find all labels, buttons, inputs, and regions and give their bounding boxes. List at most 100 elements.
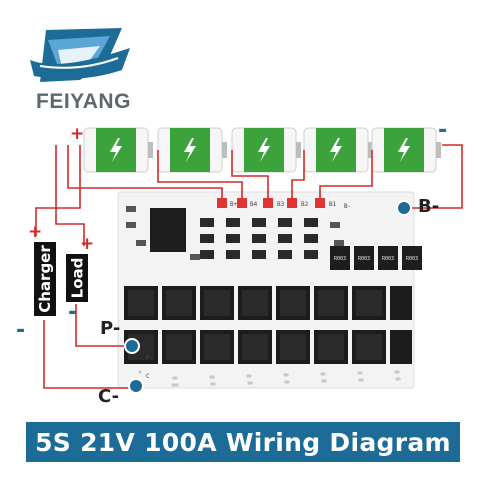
silk-b-minus: B-	[344, 203, 351, 210]
silk-c: C	[146, 373, 150, 380]
sense-resistor: R003	[378, 246, 398, 270]
smd-component	[226, 250, 240, 259]
mosfet	[162, 286, 196, 320]
smd-component	[334, 240, 344, 246]
board-via	[210, 382, 214, 386]
charger-minus-sign: -	[16, 318, 26, 343]
terminal-c-minus	[128, 378, 144, 394]
mosfet	[390, 330, 412, 364]
svg-text:R003: R003	[358, 256, 370, 262]
smd-component	[190, 254, 200, 260]
battery-minus-sign: -	[438, 118, 448, 143]
battery-plus-sign: +	[70, 124, 85, 144]
board-via	[171, 383, 175, 387]
smd-component	[278, 234, 292, 243]
board-via	[394, 370, 398, 374]
brand-name: FEIYANG	[36, 90, 131, 113]
mosfet	[124, 286, 158, 320]
smd-component	[226, 218, 240, 227]
mosfet	[238, 286, 272, 320]
svg-text:R003: R003	[382, 256, 394, 262]
lightning-icon	[110, 138, 122, 162]
smd-component	[330, 222, 340, 228]
sense-resistor: R003	[330, 246, 350, 270]
mosfet	[314, 330, 348, 364]
board-via	[247, 381, 251, 385]
feiyang-logo	[30, 28, 130, 82]
mosfet	[162, 330, 196, 364]
lightning-icon	[330, 138, 342, 162]
smd-component	[252, 218, 266, 227]
silk-tap-label: B+	[230, 201, 238, 208]
board-via	[138, 370, 142, 374]
smd-component	[226, 234, 240, 243]
mosfet	[276, 330, 310, 364]
terminal-p-minus	[124, 338, 140, 354]
battery-cell	[83, 127, 153, 173]
battery-cell	[231, 127, 301, 173]
silk-tap-label: B1	[329, 201, 337, 208]
mosfet	[200, 330, 234, 364]
load-minus-sign: -	[68, 300, 78, 325]
smd-component	[304, 234, 318, 243]
board-via	[284, 380, 288, 384]
smd-component	[126, 206, 136, 212]
title-banner: 5S 21V 100A Wiring Diagram	[26, 422, 460, 462]
charger-plus-sign: +	[28, 222, 43, 242]
silk-tap-label: B4	[250, 201, 258, 208]
sense-resistor: R003	[354, 246, 374, 270]
charger-box: Charger	[34, 242, 56, 316]
smd-component	[200, 250, 214, 259]
board-via	[395, 377, 399, 381]
smd-component	[252, 250, 266, 259]
smd-component	[304, 250, 318, 259]
tap-pads	[217, 198, 325, 208]
charger-label: Charger	[36, 245, 55, 313]
smd-component	[200, 234, 214, 243]
smd-component	[252, 234, 266, 243]
smd-component	[126, 222, 136, 228]
smd-component	[200, 218, 214, 227]
sense-resistor: R003	[402, 246, 422, 270]
battery-cell	[303, 127, 373, 173]
mosfet	[276, 286, 310, 320]
board-via	[320, 372, 324, 376]
silk-p-minus: P-	[146, 355, 153, 362]
board-via	[209, 375, 213, 379]
c-minus-label: C-	[98, 386, 120, 407]
silk-tap-label: B2	[301, 201, 309, 208]
svg-text:R003: R003	[406, 256, 418, 262]
battery-cell	[371, 127, 441, 173]
board-via	[172, 376, 176, 380]
mosfet	[352, 286, 386, 320]
p-minus-label: P-	[100, 318, 121, 339]
board-via	[321, 379, 325, 383]
silk-tap-label: B3	[277, 201, 285, 208]
load-label: Load	[68, 257, 87, 299]
terminal-b-minus	[396, 200, 412, 216]
lightning-icon	[258, 138, 270, 162]
smd-component	[278, 250, 292, 259]
mosfet	[200, 286, 234, 320]
lightning-icon	[184, 138, 196, 162]
mosfet	[314, 286, 348, 320]
load-plus-sign: +	[80, 234, 95, 254]
bms-board: R003 R003 R003 R003 B+ B4 B3 B2 B1 B- P- C	[117, 191, 422, 389]
smd-component	[136, 240, 146, 246]
mosfet	[352, 330, 386, 364]
smd-component	[278, 218, 292, 227]
lightning-icon	[398, 138, 410, 162]
mosfet	[390, 286, 412, 320]
battery-cell	[157, 127, 227, 173]
bms-ic-chip	[150, 208, 186, 252]
svg-text:R003: R003	[334, 256, 346, 262]
board-via	[357, 371, 361, 375]
board-via	[283, 373, 287, 377]
mosfet	[238, 330, 272, 364]
smd-component	[304, 218, 318, 227]
board-via	[358, 378, 362, 382]
b-minus-label: B-	[418, 196, 440, 217]
board-via	[246, 374, 250, 378]
load-box: Load	[66, 254, 88, 302]
